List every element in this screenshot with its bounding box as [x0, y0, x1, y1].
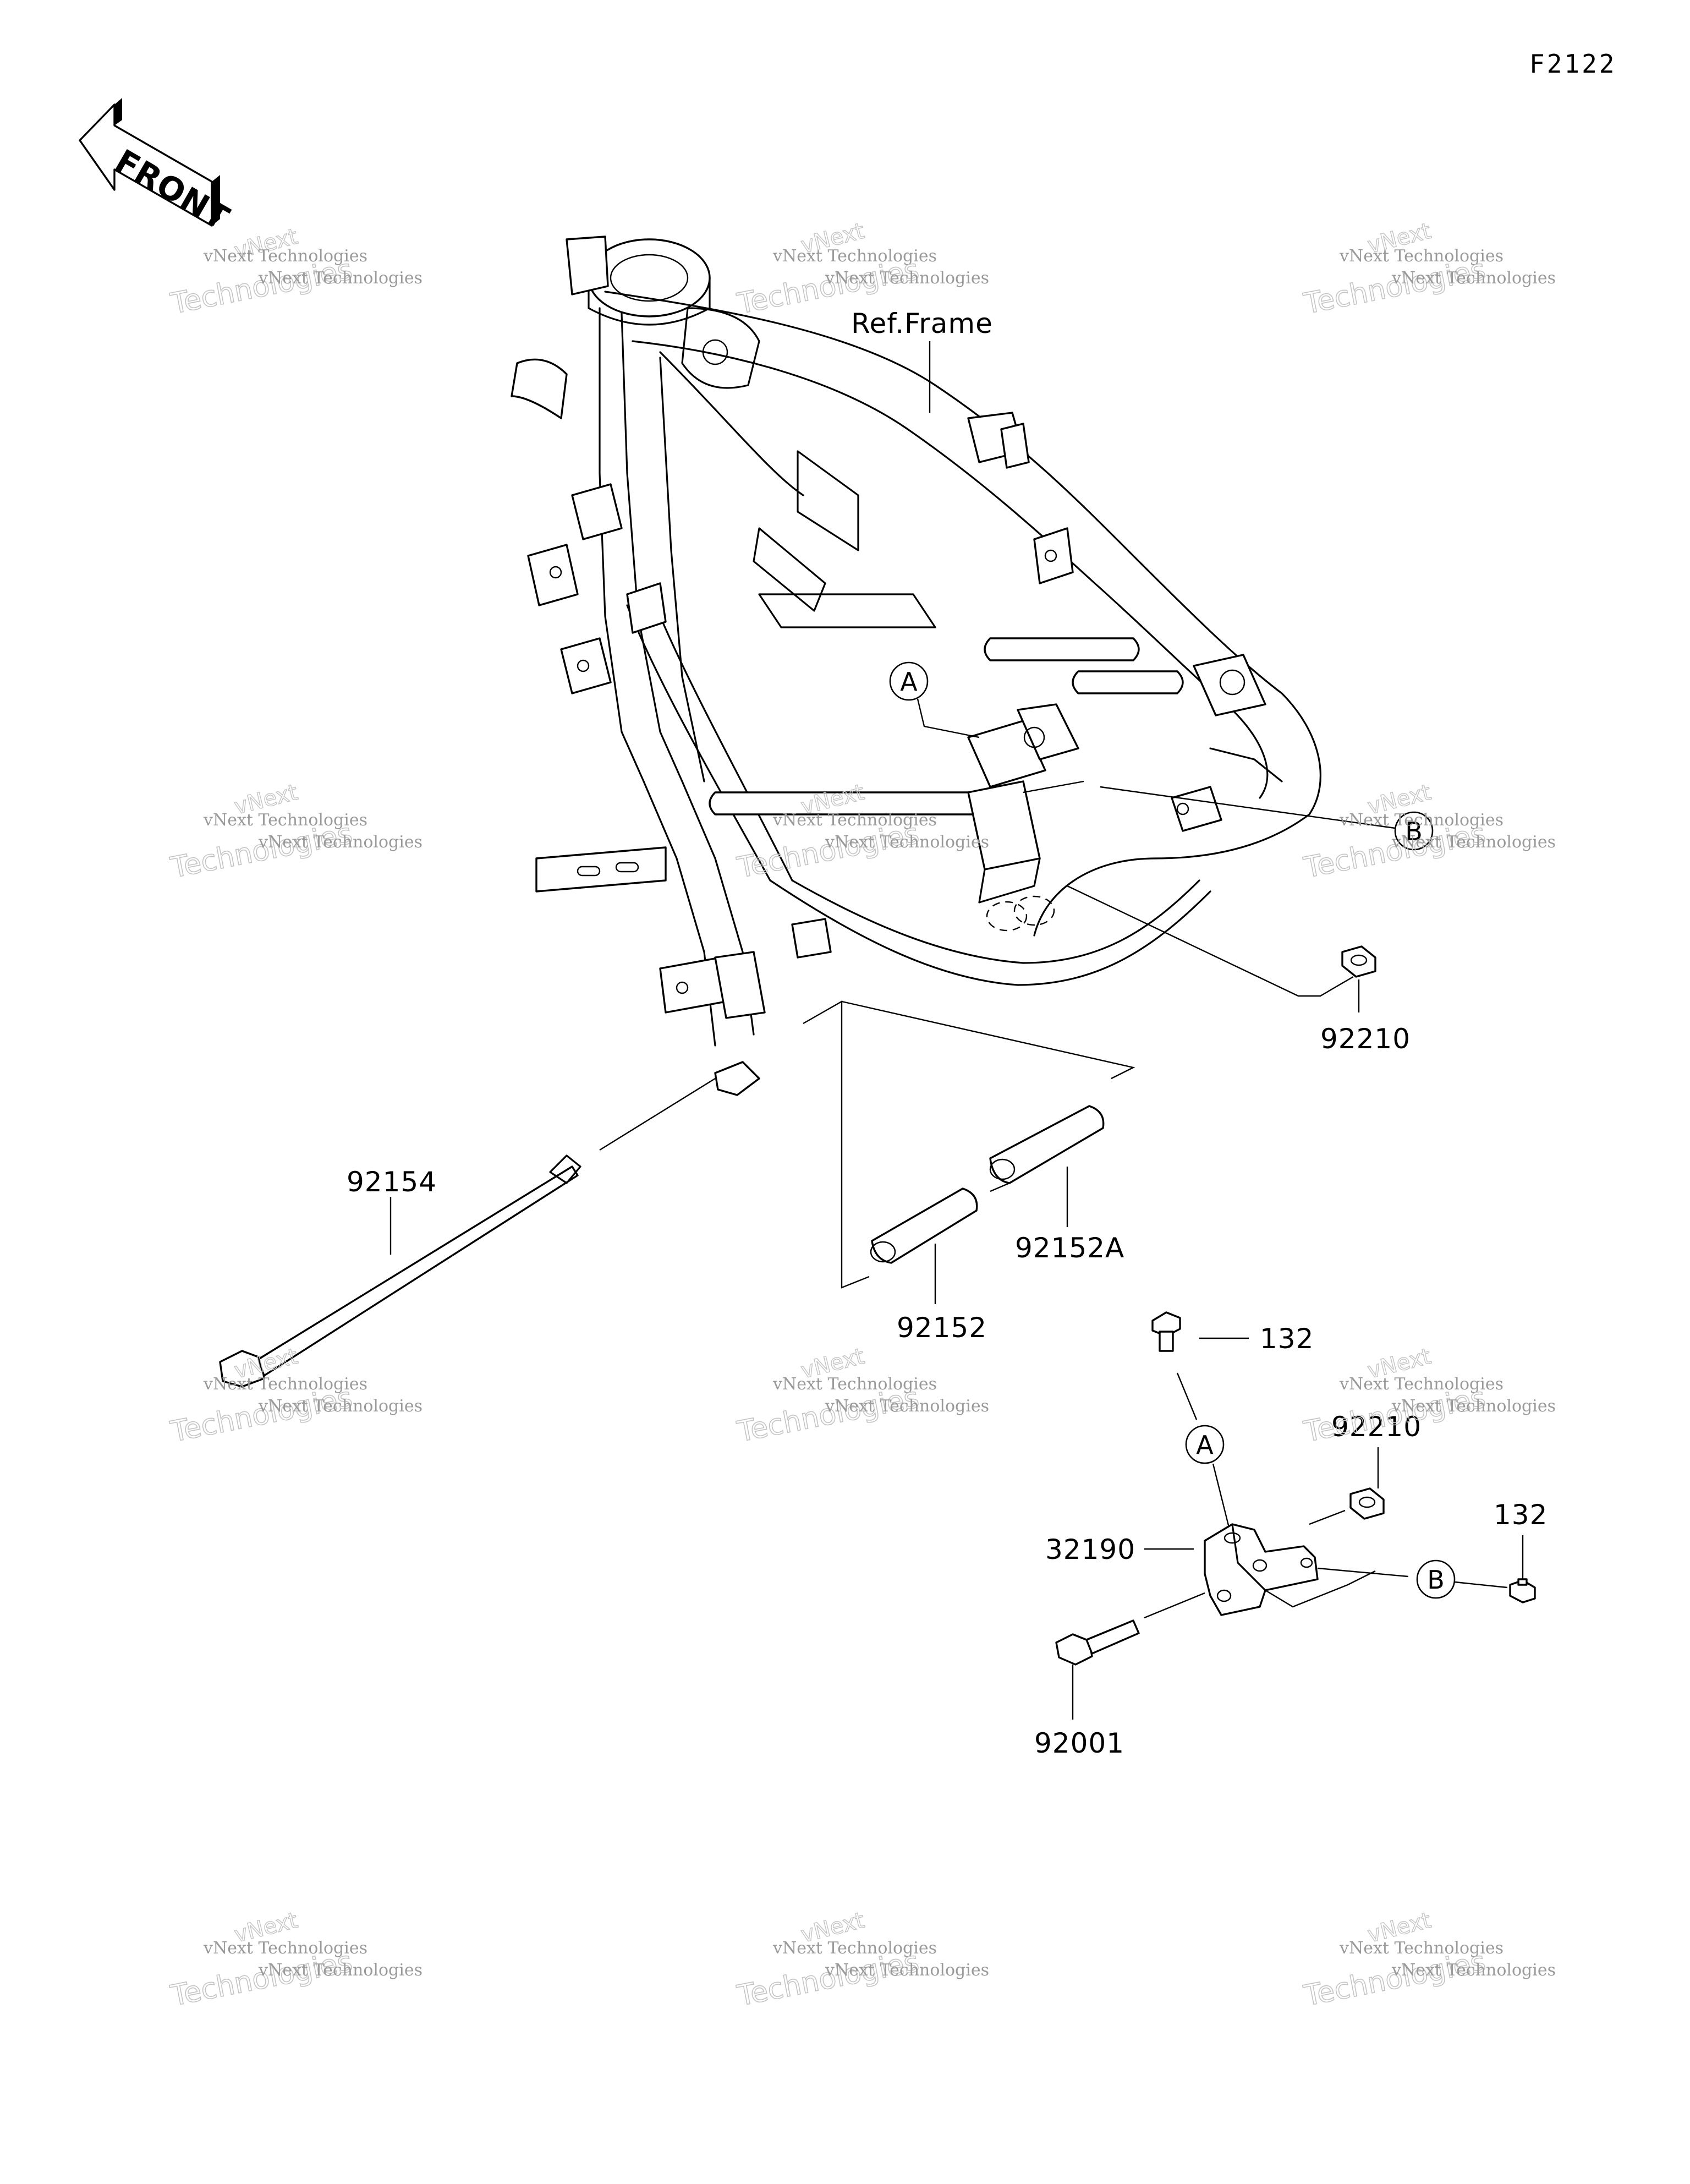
spacer-92152a: [989, 1105, 1105, 1184]
watermark-10: vNext vNext Technologies Technologies vN…: [167, 1907, 422, 2013]
bolt-132-top: [1151, 1311, 1181, 1352]
bolt-92154: [219, 1154, 581, 1388]
label-132-right: 132: [1494, 1499, 1548, 1531]
svg-text:vNext Technologies: vNext Technologies: [203, 1939, 367, 1958]
svg-text:A: A: [1196, 1430, 1214, 1460]
ref-frame-label: Ref.Frame: [851, 308, 993, 340]
watermark-1: vNext vNext Technologies Technologies vN…: [167, 223, 422, 321]
bolt-92001: [1055, 1619, 1140, 1666]
leader-92210-lower-axis: [1309, 1509, 1346, 1525]
bracket-32190: [1204, 1523, 1319, 1616]
svg-text:vNext Technologies: vNext Technologies: [1391, 833, 1556, 852]
nut-92210-lower: [1349, 1487, 1385, 1520]
spacer-92152: [870, 1187, 978, 1264]
leader-92001-axis: [1144, 1592, 1205, 1619]
svg-text:B: B: [1405, 817, 1423, 846]
spacer-bracket-left: [803, 1000, 870, 1289]
svg-text:vNext Technologies: vNext Technologies: [772, 247, 937, 266]
svg-text:vNext Technologies: vNext Technologies: [825, 1397, 989, 1416]
svg-text:vNext Technologies: vNext Technologies: [772, 1375, 937, 1394]
watermark-2: vNext vNext Technologies Technologies vN…: [734, 218, 989, 321]
label-92152a: 92152A: [1015, 1232, 1124, 1264]
watermark-7: vNext vNext Technologies Technologies vN…: [167, 1343, 422, 1449]
svg-text:vNext Technologies: vNext Technologies: [825, 1961, 989, 1980]
watermark-4: vNext vNext Technologies Technologies vN…: [167, 779, 422, 885]
label-92210-lower: 92210: [1331, 1411, 1422, 1443]
svg-text:vNext Technologies: vNext Technologies: [258, 1397, 422, 1416]
front-arrow-icon: FRONT: [79, 98, 235, 237]
watermark-11: vNext vNext Technologies Technologies vN…: [734, 1907, 989, 2013]
motorcycle-frame: [511, 236, 1321, 1047]
nut-92210-upper: [1341, 945, 1376, 978]
svg-text:vNext Technologies: vNext Technologies: [1391, 1397, 1556, 1416]
svg-text:vNext Technologies: vNext Technologies: [258, 1961, 422, 1980]
spacer-bracket-top: [841, 1000, 1135, 1080]
svg-text:vNext Technologies: vNext Technologies: [1391, 1961, 1556, 1980]
frame-collar: [714, 1061, 760, 1096]
svg-text:vNext Technologies: vNext Technologies: [772, 1939, 937, 1958]
svg-text:vNext Technologies: vNext Technologies: [203, 1375, 367, 1394]
callout-a-frame: A: [889, 661, 980, 738]
watermark-3: vNext vNext Technologies Technologies vN…: [1301, 218, 1556, 321]
bolt-132-right: [1509, 1578, 1536, 1603]
svg-text:vNext Technologies: vNext Technologies: [258, 833, 422, 852]
watermark-9: vNext vNext Technologies Technologies vN…: [1301, 1343, 1556, 1449]
label-132-top: 132: [1260, 1323, 1314, 1355]
svg-text:vNext Technologies: vNext Technologies: [1339, 1375, 1504, 1394]
callout-a-lower: A: [1176, 1372, 1231, 1530]
watermark-12: vNext vNext Technologies Technologies vN…: [1301, 1907, 1556, 2013]
label-92210-upper: 92210: [1320, 1023, 1411, 1055]
watermark-6: vNext vNext Technologies Technologies vN…: [1301, 779, 1556, 885]
svg-text:vNext Technologies: vNext Technologies: [825, 269, 989, 288]
svg-text:B: B: [1427, 1565, 1445, 1595]
svg-text:vNext Technologies: vNext Technologies: [203, 247, 367, 266]
callout-b-frame: B: [1100, 786, 1434, 851]
svg-text:vNext Technologies: vNext Technologies: [1339, 1939, 1504, 1958]
svg-text:vNext Technologies: vNext Technologies: [203, 811, 367, 830]
label-92152: 92152: [897, 1312, 987, 1344]
svg-text:vNext Technologies: vNext Technologies: [1391, 269, 1556, 288]
label-92001: 92001: [1034, 1727, 1124, 1759]
svg-text:A: A: [900, 667, 918, 697]
svg-text:vNext Technologies: vNext Technologies: [772, 811, 937, 830]
svg-text:vNext Technologies: vNext Technologies: [258, 269, 422, 288]
svg-text:vNext Technologies: vNext Technologies: [1339, 247, 1504, 266]
label-32190: 32190: [1045, 1534, 1135, 1566]
svg-text:vNext Technologies: vNext Technologies: [1339, 811, 1504, 830]
callout-b-lower: B: [1265, 1559, 1508, 1608]
leader-92154-axis: [599, 1077, 716, 1151]
svg-text:vNext Technologies: vNext Technologies: [825, 833, 989, 852]
watermark-8: vNext vNext Technologies Technologies vN…: [734, 1343, 989, 1449]
leader-92152-link: [990, 1182, 1010, 1192]
figure-code: F2122: [1529, 49, 1616, 79]
label-92154: 92154: [347, 1166, 437, 1198]
leader-92210-upper: [1067, 885, 1354, 997]
